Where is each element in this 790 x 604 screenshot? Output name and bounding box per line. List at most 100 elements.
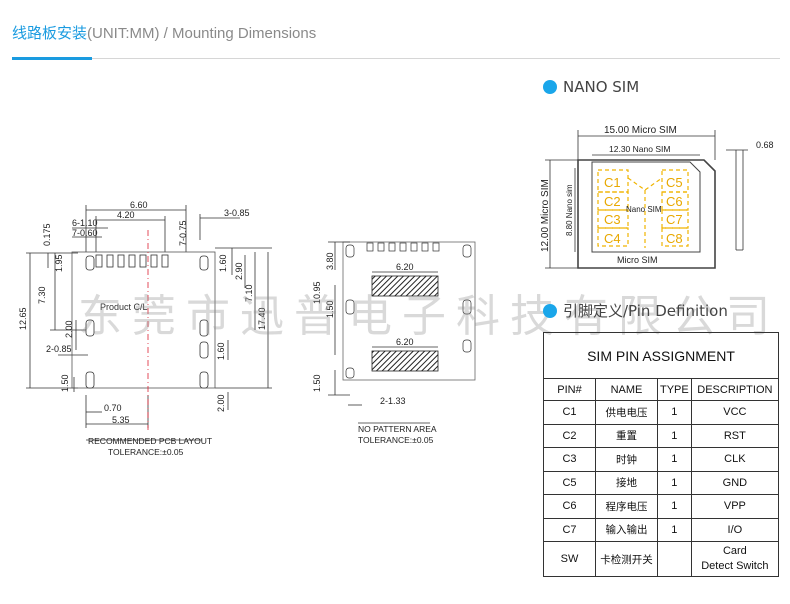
sim-contact-c7: C7 xyxy=(666,212,683,227)
pin-cell: SW xyxy=(543,541,596,577)
pcb-dim-v-150: 1.50 xyxy=(60,374,70,392)
desc-line: Card xyxy=(722,545,747,557)
table-row: C7 输入输出 1 I/O xyxy=(543,517,780,542)
pin-table-caption: SIM PIN ASSIGNMENT xyxy=(543,332,779,379)
micro-sim-width-label: 15.00 Micro SIM xyxy=(604,125,677,136)
pin-table-header: NAME xyxy=(595,378,658,401)
nano-sim-heading: NANO SIM xyxy=(543,78,639,96)
nano-sim-height-label: 8.80 Nano sim xyxy=(565,184,574,236)
name-cell: 供电电压 xyxy=(595,400,658,425)
pcb-dim-v-160b: 1.60 xyxy=(216,342,226,360)
sim-contact-c8: C8 xyxy=(666,231,683,246)
page-title: 线路板安装(UNIT:MM) / Mounting Dimensions xyxy=(12,22,316,43)
pcb-dim-v-730: 7.30 xyxy=(37,286,47,304)
desc-cell: I/O xyxy=(690,517,780,542)
pcb-layout-label: RECOMMENDED PCB LAYOUT xyxy=(88,436,212,446)
name-cell: 卡检测开关 xyxy=(595,541,658,577)
pcb-dim-h-070: 0.70 xyxy=(104,403,122,413)
nano-sim-inner-label: Nano SIM xyxy=(626,205,662,214)
np-dim-v-150b: 1.50 xyxy=(312,374,322,392)
page-title-unit: (UNIT:MM) xyxy=(87,25,160,42)
sim-contact-c6: C6 xyxy=(666,194,683,209)
page-title-en: / Mounting Dimensions xyxy=(159,25,317,42)
pcb-dim-v-1740: 17.40 xyxy=(257,307,267,330)
np-dim-h-2x133: 2-1.33 xyxy=(380,396,406,406)
pcb-dim-v-200b: 2.00 xyxy=(216,394,226,412)
np-tolerance-label: TOLERANCE:±0.05 xyxy=(358,435,434,445)
pcb-dim-v-160a: 1.60 xyxy=(218,254,228,272)
pin-cell: C6 xyxy=(543,494,596,519)
nano-sim-drawing: C1 C5 C2 C6 C3 C7 C4 C8 Nano SIM Micro S… xyxy=(540,125,774,269)
type-cell: 1 xyxy=(657,470,692,495)
pin-table-header: TYPE xyxy=(657,378,692,401)
type-cell xyxy=(657,541,692,577)
table-row: C6 程序电压 1 VPP xyxy=(543,494,780,519)
nano-sim-heading-text: NANO SIM xyxy=(563,78,640,96)
pcb-layout-drawing: Product C/L 6.60 4.20 6-1.10 7-0.60 3-0.… xyxy=(18,200,272,457)
sim-pin-table: SIM PIN ASSIGNMENT PIN# NAME TYPE DESCRI… xyxy=(543,332,780,577)
pcb-dim-h-3x085: 3-0.85 xyxy=(224,208,250,218)
table-row: C1 供电电压 1 VCC xyxy=(543,400,780,425)
pcb-dim-pad-width: 7-0.60 xyxy=(72,228,98,238)
pcb-dim-top-420: 4.20 xyxy=(117,210,135,220)
bullet-dot-icon xyxy=(543,303,557,318)
nano-sim-width-label: 12.30 Nano SIM xyxy=(609,144,670,154)
pcb-dim-v-200a: 2.00 xyxy=(64,320,74,338)
pcb-dim-v-290: 2.90 xyxy=(234,262,244,280)
pcb-dim-v-0175: 0.175 xyxy=(42,223,52,246)
np-dim-h-620b: 6.20 xyxy=(396,337,414,347)
title-accent-bar xyxy=(12,57,92,60)
sim-contact-c5: C5 xyxy=(666,175,683,190)
nano-sim-outline xyxy=(591,161,701,253)
type-cell: 1 xyxy=(657,423,692,448)
type-cell: 1 xyxy=(657,447,692,472)
micro-sim-outline xyxy=(577,159,716,269)
pin-table-header: PIN# xyxy=(543,378,596,401)
no-pattern-drawing: 6.20 6.20 3.80 10.95 1.50 1.50 2-1.33 NO… xyxy=(312,241,476,445)
pin-cell: C2 xyxy=(543,423,596,448)
desc-cell: VCC xyxy=(690,400,780,425)
no-pattern-area-top xyxy=(371,275,439,297)
pcb-dim-v-710: 7.10 xyxy=(244,284,254,302)
title-divider xyxy=(12,58,780,59)
pcb-product-cl-label: Product C/L xyxy=(100,302,148,312)
pin-table-header: DESCRIPTION xyxy=(690,378,780,401)
table-row: SW 卡检测开关 Card Detect Switch xyxy=(543,541,780,577)
pcb-dim-top-660: 6.60 xyxy=(130,200,148,210)
name-cell: 接地 xyxy=(595,470,658,495)
pin-definition-heading: 引脚定义/Pin Definition xyxy=(543,300,728,321)
np-dim-v-1095: 10.95 xyxy=(312,281,322,304)
page-title-cn: 线路板安装 xyxy=(12,24,88,42)
pin-cell: C7 xyxy=(543,517,596,542)
desc-cell: RST xyxy=(690,423,780,448)
name-cell: 重置 xyxy=(595,423,658,448)
table-row: C2 重置 1 RST xyxy=(543,423,780,448)
sim-contact-c2: C2 xyxy=(604,194,621,209)
pin-cell: C5 xyxy=(543,470,596,495)
pin-cell: C3 xyxy=(543,447,596,472)
type-cell: 1 xyxy=(657,517,692,542)
pin-table-header-row: PIN# NAME TYPE DESCRIPTION xyxy=(543,378,780,401)
np-area-label: NO PATTERN AREA xyxy=(358,424,437,434)
pin-definition-heading-text: 引脚定义/Pin Definition xyxy=(563,302,728,320)
type-cell: 1 xyxy=(657,400,692,425)
desc-line: Detect Switch xyxy=(701,560,769,572)
pcb-dim-v-1265: 12.65 xyxy=(18,307,28,330)
type-cell: 1 xyxy=(657,494,692,519)
desc-cell: CLK xyxy=(690,447,780,472)
pcb-dim-h-535: 5.35 xyxy=(112,415,130,425)
name-cell: 程序电压 xyxy=(595,494,658,519)
desc-cell: VPP xyxy=(690,494,780,519)
name-cell: 输入输出 xyxy=(595,517,658,542)
micro-sim-inner-label: Micro SIM xyxy=(617,255,658,265)
np-dim-v-150a: 1.50 xyxy=(325,300,335,318)
pcb-tolerance-label: TOLERANCE:±0.05 xyxy=(108,447,184,457)
pcb-dim-h-2x085: 2-0.85 xyxy=(46,344,72,354)
sim-contact-c1: C1 xyxy=(604,175,621,190)
name-cell: 时钟 xyxy=(595,447,658,472)
np-dim-h-620a: 6.20 xyxy=(396,262,414,272)
no-pattern-area-bottom xyxy=(371,350,439,372)
sim-thickness-label: 0.68 xyxy=(756,140,774,150)
micro-sim-height-label: 12.00 Micro SIM xyxy=(540,179,551,252)
pin-cell: C1 xyxy=(543,400,596,425)
